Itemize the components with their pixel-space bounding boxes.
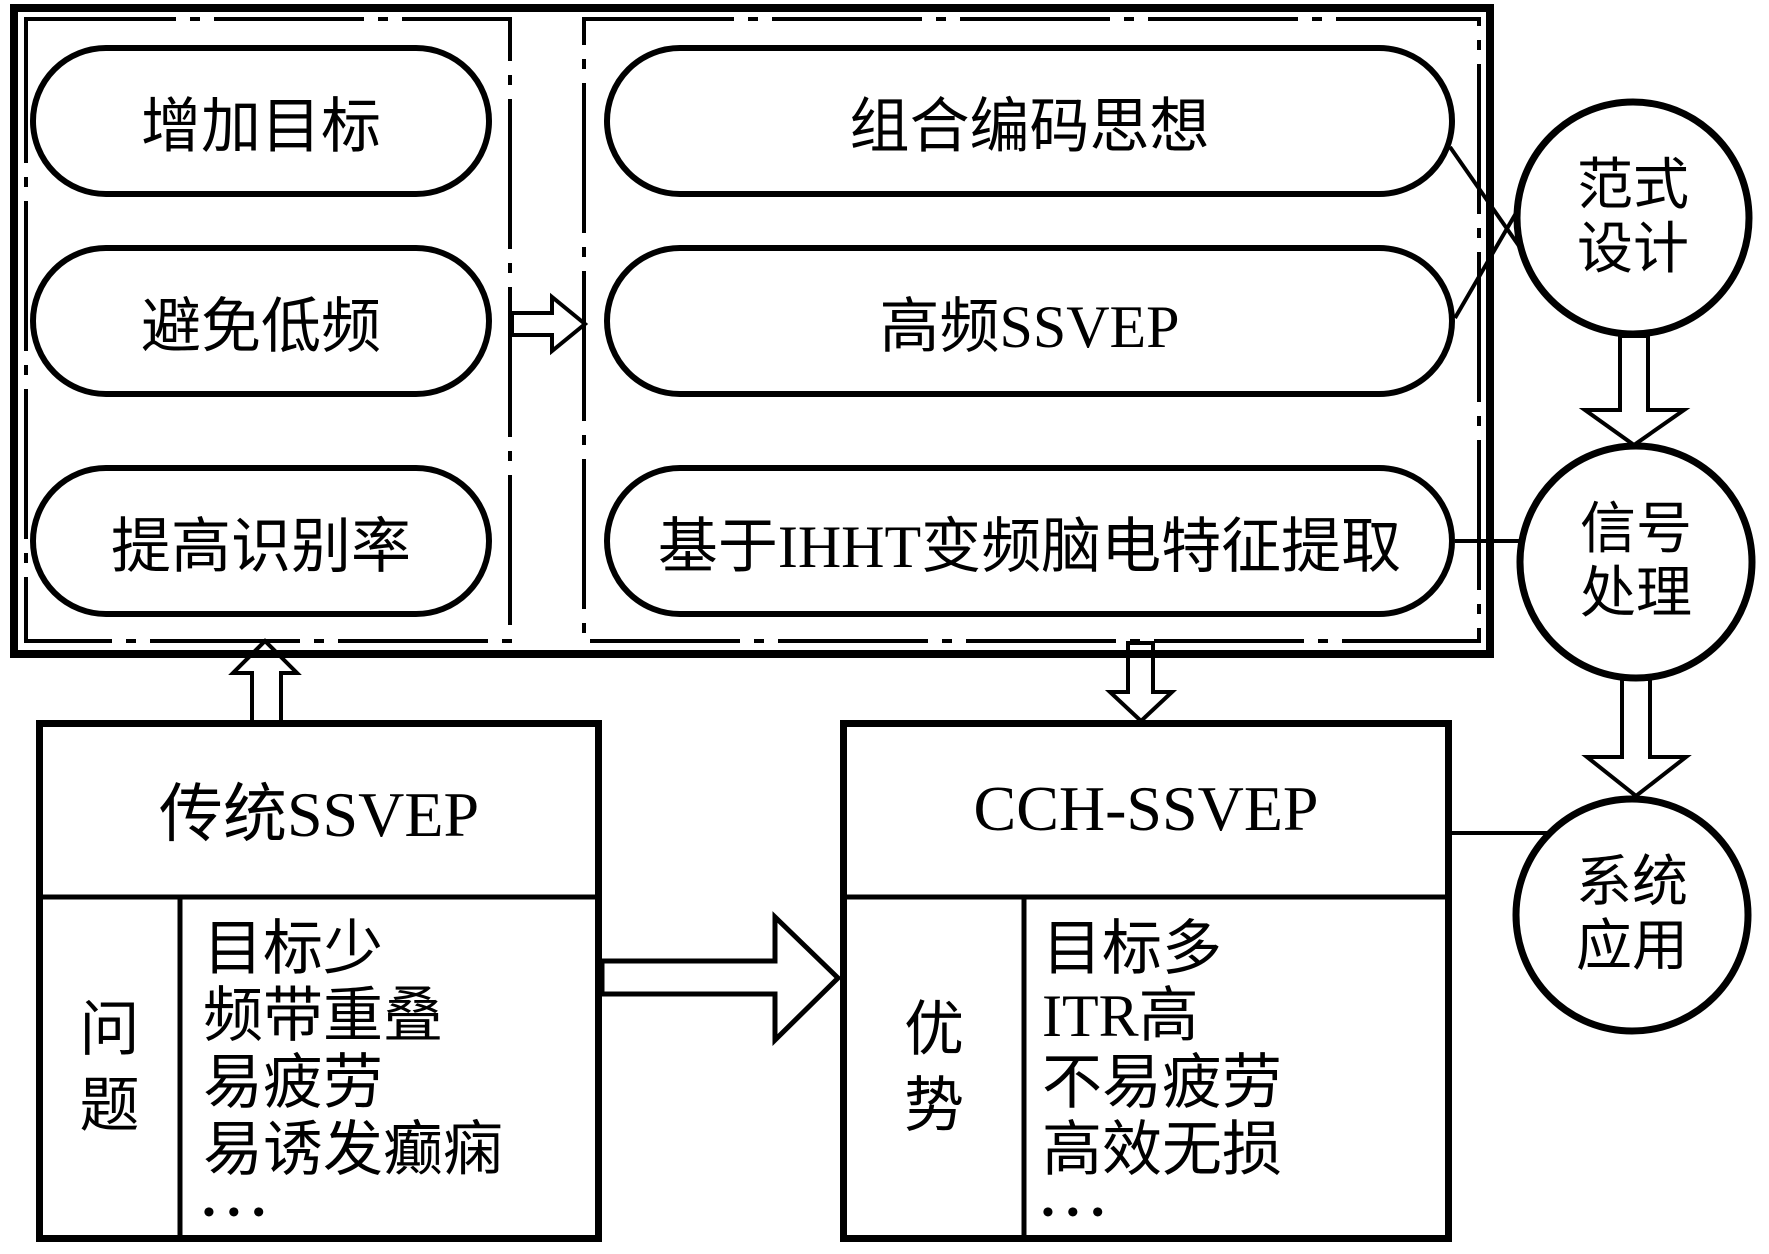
pill-combined-coding-label: 组合编码思想 [849, 93, 1210, 160]
paradigm-design-line2: 设计 [1577, 219, 1689, 281]
connector-coding-to-paradigm [1448, 145, 1528, 258]
pill-improve-recognition-label: 提高识别率 [111, 513, 411, 580]
pill-high-freq-ssvep-shape [604, 245, 1455, 397]
system-application-circle [1512, 795, 1752, 1035]
pill-combined-coding-shape [604, 45, 1455, 197]
arrow-methods-to-cch [1104, 641, 1178, 724]
advantage-item: 高效无损 [1042, 1117, 1282, 1183]
system-application-line1: 系统 [1576, 852, 1688, 914]
pill-add-targets-shape [30, 45, 492, 197]
problem-item: 目标少 [203, 916, 383, 982]
system-application-circle-label: 系统 应用 [1516, 799, 1748, 1031]
advantages-label-line1: 优 [904, 997, 964, 1063]
problems-list: 目标少 频带重叠 易疲劳 易诱发癫痫 ••• [203, 916, 503, 1242]
advantages-label-line2: 势 [904, 1073, 964, 1139]
pill-ihht-feature-shape [604, 465, 1455, 617]
pill-avoid-low-freq-label: 避免低频 [141, 293, 381, 360]
cch-ssvep-title: CCH-SSVEP [973, 772, 1319, 844]
pill-ihht-feature-label: 基于IHHT变频脑电特征提取 [657, 513, 1402, 580]
signal-processing-line2: 处理 [1580, 563, 1692, 625]
advantage-item: ITR高 [1042, 983, 1199, 1049]
pill-avoid-low-freq-shape [30, 245, 492, 397]
paradigm-design-line1: 范式 [1577, 155, 1689, 217]
outer-frame [10, 4, 1494, 658]
pill-improve-recognition-shape [30, 465, 492, 617]
arrow-traditional-to-goals [228, 638, 302, 724]
advantages-label: 优 势 [844, 897, 1024, 1239]
problems-label-line1: 问 [79, 997, 140, 1063]
arrow-avoid-low-freq-to-high-freq [510, 292, 589, 356]
problems-label: 问 题 [39, 897, 180, 1239]
signal-processing-line1: 信号 [1580, 499, 1692, 561]
cch-ssvep-box [840, 720, 1452, 1242]
problem-item-ellipsis: ••• [203, 1194, 278, 1231]
problem-item: 频带重叠 [203, 983, 443, 1049]
signal-processing-circle-label: 信号 处理 [1520, 446, 1752, 678]
traditional-ssvep-box [36, 720, 602, 1242]
advantage-item: 不易疲劳 [1042, 1050, 1282, 1116]
arrow-signal-to-system [1581, 677, 1692, 799]
advantage-item-ellipsis: ••• [1042, 1194, 1117, 1231]
pill-add-targets-label: 增加目标 [141, 93, 381, 160]
paradigm-design-circle-label: 范式 设计 [1517, 102, 1749, 334]
traditional-ssvep-title: 传统SSVEP [158, 778, 480, 850]
problem-item: 易诱发癫痫 [203, 1117, 503, 1183]
system-application-line2: 应用 [1576, 916, 1688, 978]
advantages-list: 目标多 ITR高 不易疲劳 高效无损 ••• [1042, 916, 1282, 1242]
pill-high-freq-ssvep-label: 高频SSVEP [879, 293, 1180, 360]
arrow-traditional-to-cch [599, 911, 842, 1046]
advantage-item: 目标多 [1042, 916, 1222, 982]
problems-label-line2: 题 [79, 1073, 140, 1139]
arrow-paradigm-to-signal [1578, 334, 1691, 448]
methods-dashed-box [582, 17, 1481, 643]
problem-item: 易疲劳 [203, 1050, 383, 1116]
